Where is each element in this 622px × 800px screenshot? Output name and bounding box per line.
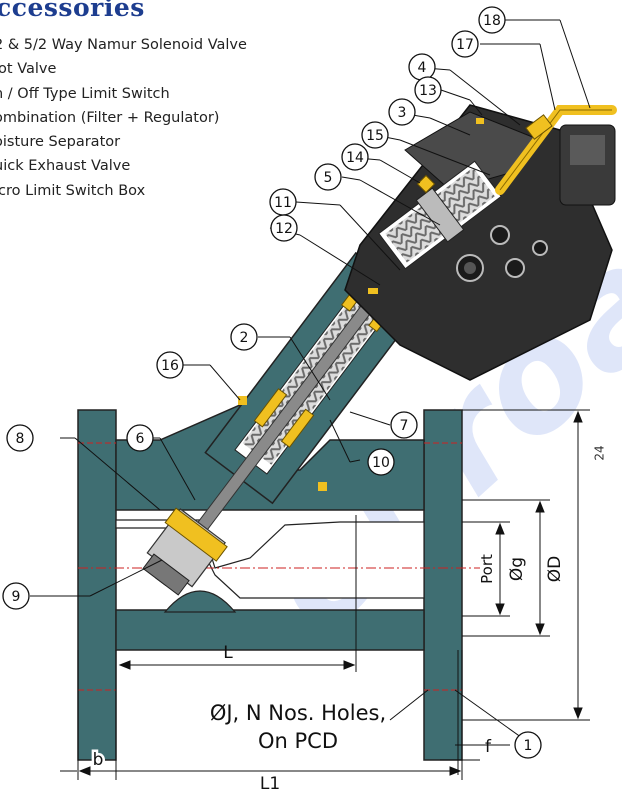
callout-circle <box>390 411 418 439</box>
dim-label-port: Port <box>478 554 496 584</box>
accessories-list: 2 & 5/2 Way Namur Solenoid Valve lot Val… <box>0 33 247 203</box>
callout-5: 5 <box>314 163 342 191</box>
dim-label-raised-face-dia: Øg <box>507 557 527 581</box>
callout-number: 14 <box>346 150 364 166</box>
callout-number: 3 <box>398 105 407 121</box>
callout-8: 8 <box>6 424 34 452</box>
callout-number: 8 <box>16 431 25 447</box>
callout-number: 9 <box>12 589 21 605</box>
callout-2: 2 <box>230 323 258 351</box>
accessory-item: 2 & 5/2 Way Namur Solenoid Valve <box>0 37 247 53</box>
callout-number: 17 <box>456 37 474 53</box>
callout-circle <box>367 448 395 476</box>
dim-label-length: L <box>223 643 233 663</box>
callout-number: 6 <box>136 431 145 447</box>
callout-12: 12 <box>270 214 298 242</box>
callout-number: 1 <box>524 738 533 754</box>
right-flange <box>423 409 463 761</box>
callout-number: 13 <box>419 83 437 99</box>
callout-number: 7 <box>400 418 409 434</box>
callout-number: 10 <box>372 455 390 471</box>
callout-number: 2 <box>240 330 249 346</box>
bonnet-assembly <box>142 251 424 596</box>
callout-circle <box>156 351 184 379</box>
valve-body <box>77 403 480 761</box>
dimension-lines <box>60 409 590 780</box>
dim-label-overall-length: L1 <box>260 774 280 794</box>
callout-1: 1 <box>514 731 542 759</box>
callout-7: 7 <box>390 411 418 439</box>
callout-4: 4 <box>408 53 436 81</box>
callout-circle <box>451 30 479 58</box>
dim-label-flange-thickness: b <box>93 750 104 770</box>
callout-number: 11 <box>274 195 292 211</box>
dim-label-flange-dia: ØD <box>545 556 565 582</box>
accessory-item: icro Limit Switch Box <box>0 182 146 199</box>
callout-13: 13 <box>414 76 442 104</box>
callout-circle <box>514 731 542 759</box>
callout-circle <box>270 214 298 242</box>
callout-circle <box>314 163 342 191</box>
dim-label-holes-line2: On PCD <box>258 729 338 753</box>
callout-number: 15 <box>366 128 384 144</box>
callout-circle <box>341 143 369 171</box>
callout-circle <box>388 98 416 126</box>
callout-circle <box>478 6 506 34</box>
callout-number: 16 <box>161 358 179 374</box>
callout-14: 14 <box>341 143 369 171</box>
callout-circle <box>126 424 154 452</box>
dim-label-holes-line1: ØJ, N Nos. Holes, <box>210 701 386 725</box>
callout-15: 15 <box>361 121 389 149</box>
callout-circle <box>414 76 442 104</box>
callout-9: 9 <box>2 582 30 610</box>
dim-label-raised-face: f <box>485 737 492 757</box>
section-heading: ccessories <box>0 0 145 22</box>
callout-18: 18 <box>478 6 506 34</box>
callout-circle <box>230 323 258 351</box>
pneumatic-actuator <box>238 104 617 491</box>
accessory-item: n / Off Type Limit Switch <box>0 85 170 102</box>
callout-17: 17 <box>451 30 479 58</box>
callout-6: 6 <box>126 424 154 452</box>
callout-number: 12 <box>275 221 293 237</box>
left-flange <box>77 409 117 761</box>
callout-number: 5 <box>324 170 333 186</box>
accessory-item: lot Valve <box>0 61 57 78</box>
accessory-item: ombination (Filter + Regulator) <box>0 109 220 126</box>
callout-10: 10 <box>367 448 395 476</box>
accessory-item: uick Exhaust Valve <box>0 158 131 175</box>
callout-circle <box>2 582 30 610</box>
callout-number: 4 <box>418 60 427 76</box>
accessory-item: oisture Separator <box>0 134 121 151</box>
callout-number: 18 <box>483 13 501 29</box>
callout-circle <box>6 424 34 452</box>
callout-circle <box>361 121 389 149</box>
callout-3: 3 <box>388 98 416 126</box>
callout-16: 16 <box>156 351 184 379</box>
